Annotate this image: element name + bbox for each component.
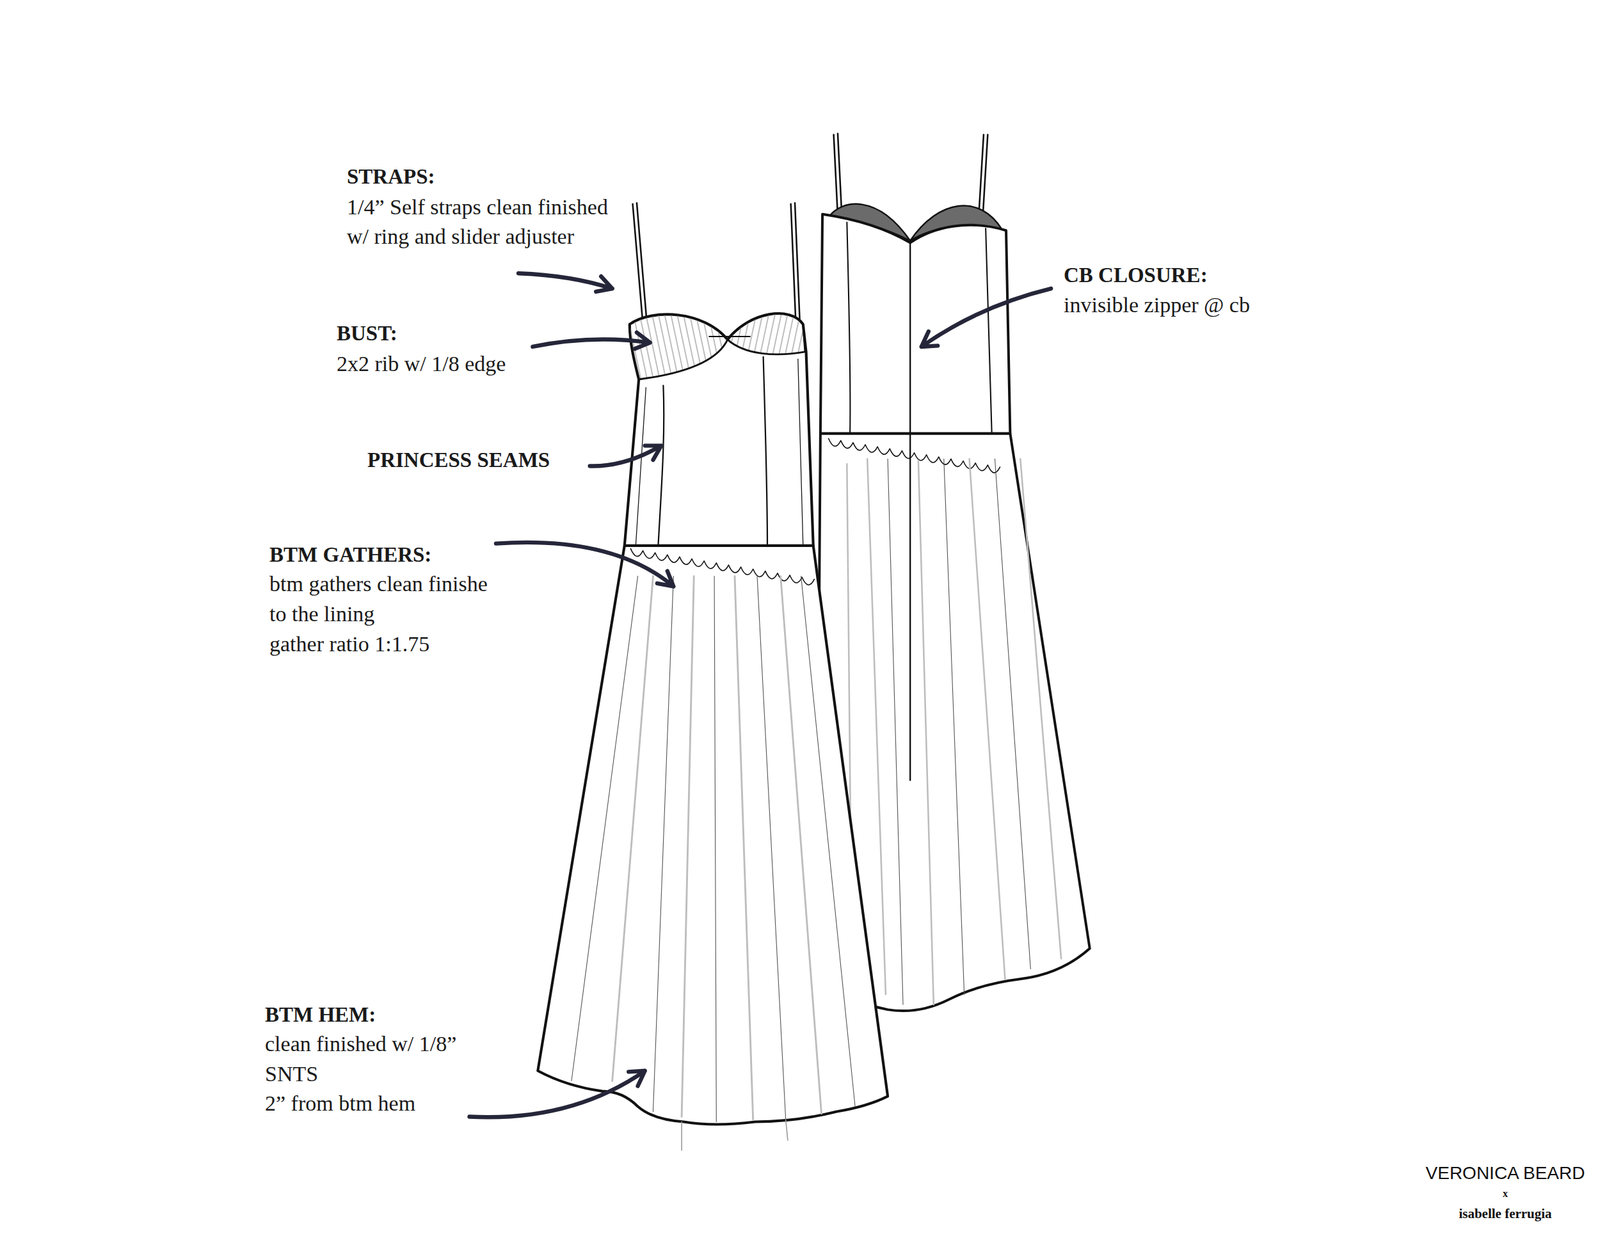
callout-heading: BTM GATHERS: bbox=[269, 540, 432, 570]
callout-note: btm gathers clean finishe bbox=[269, 569, 488, 600]
callout-arrows bbox=[469, 273, 1052, 1118]
callout-note: invisible zipper @ cb bbox=[1063, 290, 1250, 320]
brand-logo: VERONICA BEARD bbox=[1425, 1163, 1586, 1184]
callout-note: 2” from btm hem bbox=[264, 1089, 416, 1119]
callout-heading: BUST: bbox=[336, 318, 398, 349]
callout-heading: CB CLOSURE: bbox=[1063, 260, 1208, 290]
callout-note: SNTS bbox=[264, 1059, 319, 1090]
brand-logo: x bbox=[1502, 1187, 1508, 1201]
front-view bbox=[537, 202, 888, 1151]
callout-heading: BTM HEM: bbox=[264, 1000, 376, 1030]
callout-heading: STRAPS: bbox=[346, 161, 436, 192]
callout-note: 2x2 rib w/ 1/8 edge bbox=[336, 349, 506, 379]
callout-note: clean finished w/ 1/8” bbox=[264, 1029, 457, 1060]
callout-note: to the lining bbox=[269, 599, 375, 630]
callout-note: 1/4” Self straps clean finished w/ ring … bbox=[346, 192, 629, 252]
callout-note: gather ratio 1:1.75 bbox=[269, 629, 430, 660]
callout-heading: PRINCESS SEAMS bbox=[367, 445, 550, 475]
brand-logo: isabelle ferrugia bbox=[1458, 1205, 1552, 1223]
